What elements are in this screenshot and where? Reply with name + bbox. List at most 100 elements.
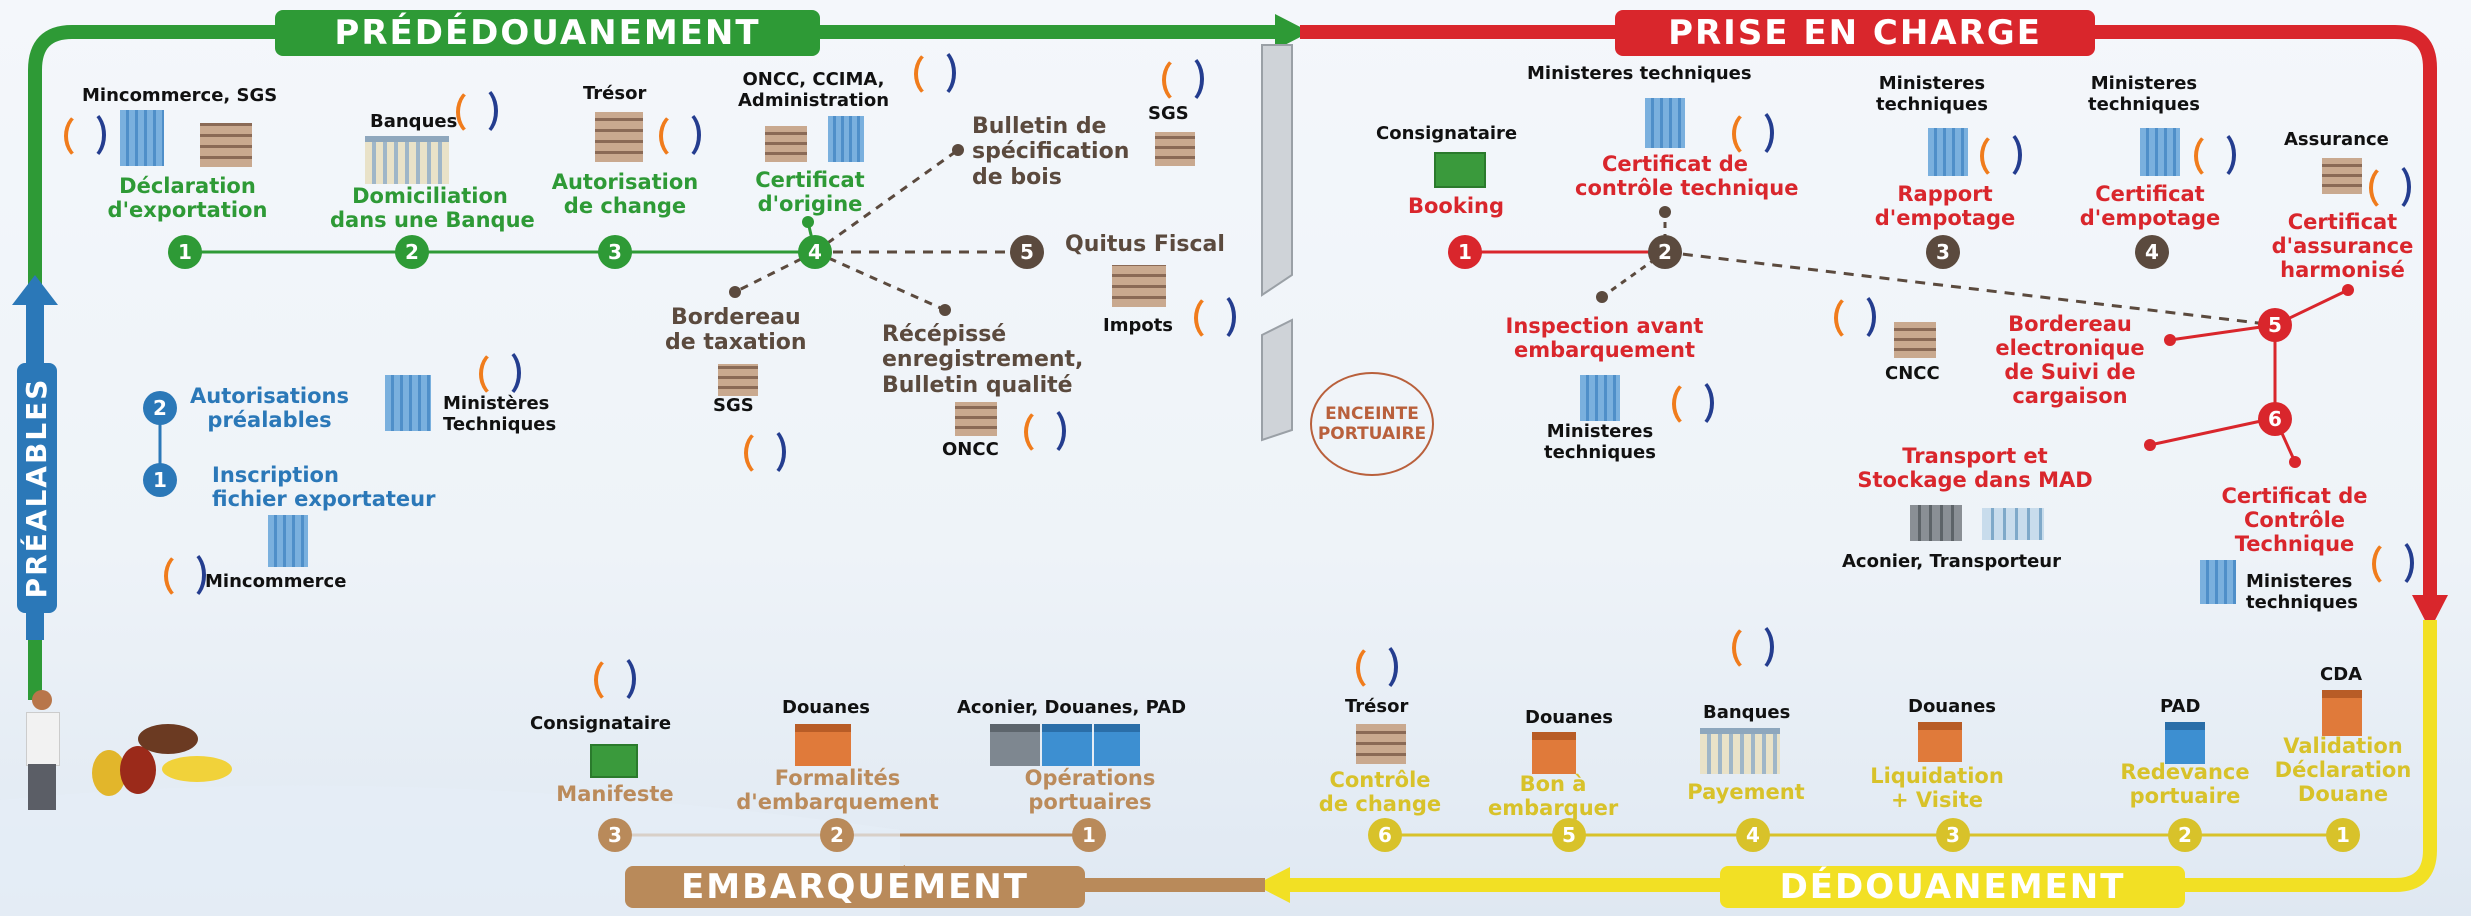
step-label: Bordereau electronique de Suivi de carga… [1995,312,2145,409]
building-icon [718,364,758,396]
logo-icon [1020,404,1066,456]
org-label: CDA [2320,664,2363,685]
org-label: Consignataire [1376,123,1518,144]
step-label: Autorisations préalables [190,384,350,433]
port-wall-bottom [1261,318,1293,442]
building-icon [828,116,864,162]
step-number: 4 [2135,235,2169,269]
banner-prise-en-charge: PRISE EN CHARGE [1615,10,2095,56]
step-number: 1 [168,235,202,269]
step-label: Payement [1687,780,1805,804]
org-label: Assurance [2284,129,2389,150]
green-arrow-line [28,25,1280,700]
red-arrow-line [1300,25,2437,600]
org-label: Ministeres techniques [2246,571,2358,613]
building-icon [120,110,164,166]
produce-icon [92,720,242,800]
logo-icon [2190,128,2236,180]
step-label: Redevance portuaire [2120,760,2250,809]
org-label: Douanes [1908,696,1997,717]
org-label: SGS [1148,103,1189,124]
logo-icon [1158,52,1204,104]
org-label: Impots [1103,315,1174,336]
step-number: 3 [598,235,632,269]
org-label: Consignataire [530,713,672,734]
step-label: Déclaration d'exportation [107,174,268,223]
logo-icon [475,346,521,398]
branch-label: Inspection avant embarquement [1505,314,1704,363]
logo-icon [1668,376,1714,428]
logo-icon [655,108,701,160]
org-label: Aconier, Douanes, PAD [957,697,1187,718]
branch-recepisse [814,250,946,312]
yellow-arrow-line [1280,620,2437,892]
step-number: 1 [1448,235,1482,269]
step-label: Liquidation + Visite [1870,764,2004,813]
factory-icon [1532,732,1576,774]
step-number: 5 [1010,235,1044,269]
step-label: Autorisation de change [551,170,699,219]
branch-label: Bulletin de spécification de bois [972,114,1130,190]
logo-icon [590,652,636,704]
step-number: 6 [2258,402,2292,436]
logo-icon [160,548,206,600]
org-label: Ministeres techniques [2088,73,2200,115]
step-label: Booking [1408,194,1505,218]
step-label: Certificat d'empotage [2079,182,2221,231]
org-label: Ministeres techniques [1544,421,1656,463]
step-number: 4 [798,235,832,269]
bank-icon [1700,728,1780,774]
step-number: 2 [2168,818,2202,852]
logo-icon [1830,290,1876,342]
step-label: Inscription fichier exportateur [212,463,436,512]
org-label: Ministeres techniques [1876,73,1988,115]
logo-icon [1976,128,2022,180]
branch-label: Certificat d'assurance harmonisé [2271,210,2414,283]
org-label: Aconier, Transporteur [1842,551,2061,572]
step-label: Contrôle de change [1318,768,1442,817]
logo-icon [2365,160,2411,212]
step-number: 1 [1072,818,1106,852]
building-icon [1155,132,1195,166]
org-label: Banques [370,111,458,132]
truck-icon [1982,508,2044,540]
logo-icon [452,84,498,136]
org-label: SGS [713,395,754,416]
org-label: Ministeres techniques [1527,63,1752,84]
logo-icon [1728,620,1774,672]
building-icon [955,402,997,436]
port-wall-top [1261,44,1293,297]
building-icon [765,126,807,162]
text-label: ENCEINTE PORTUAIRE [1317,403,1427,444]
banner-dedouanement: DÉDOUANEMENT [1720,866,2185,908]
logo-icon [2368,536,2414,588]
building-icon [200,123,252,167]
step-number: 1 [2326,818,2360,852]
logo-icon [1190,290,1236,342]
step-label: Formalités d'embarquement [736,766,939,815]
step-number: 2 [395,235,429,269]
step-number: 6 [1368,818,1402,852]
red-arrow-head [2412,595,2448,630]
factory-icon [795,724,851,766]
step-number: 3 [598,818,632,852]
step-number: 5 [1552,818,1586,852]
building-icon [2322,158,2362,194]
building-icon [1112,265,1166,307]
step-label: Manifeste [556,782,674,806]
building-icon [595,112,643,162]
step-label: Certificat de contrôle technique [1575,152,1799,201]
org-label: ONCC, CCIMA, Administration [738,69,890,111]
building-icon [2140,128,2180,176]
logo-icon [60,108,106,160]
step-number: 4 [1736,818,1770,852]
yellow-arrow-head [1255,867,1290,903]
org-label: CNCC [1885,363,1940,384]
step-number: 3 [1926,235,1960,269]
factory-icon [1918,722,1962,762]
org-label: Trésor [583,83,647,104]
building-icon [1580,375,1620,421]
bank-icon [365,136,449,184]
factory-icon [2165,722,2205,764]
